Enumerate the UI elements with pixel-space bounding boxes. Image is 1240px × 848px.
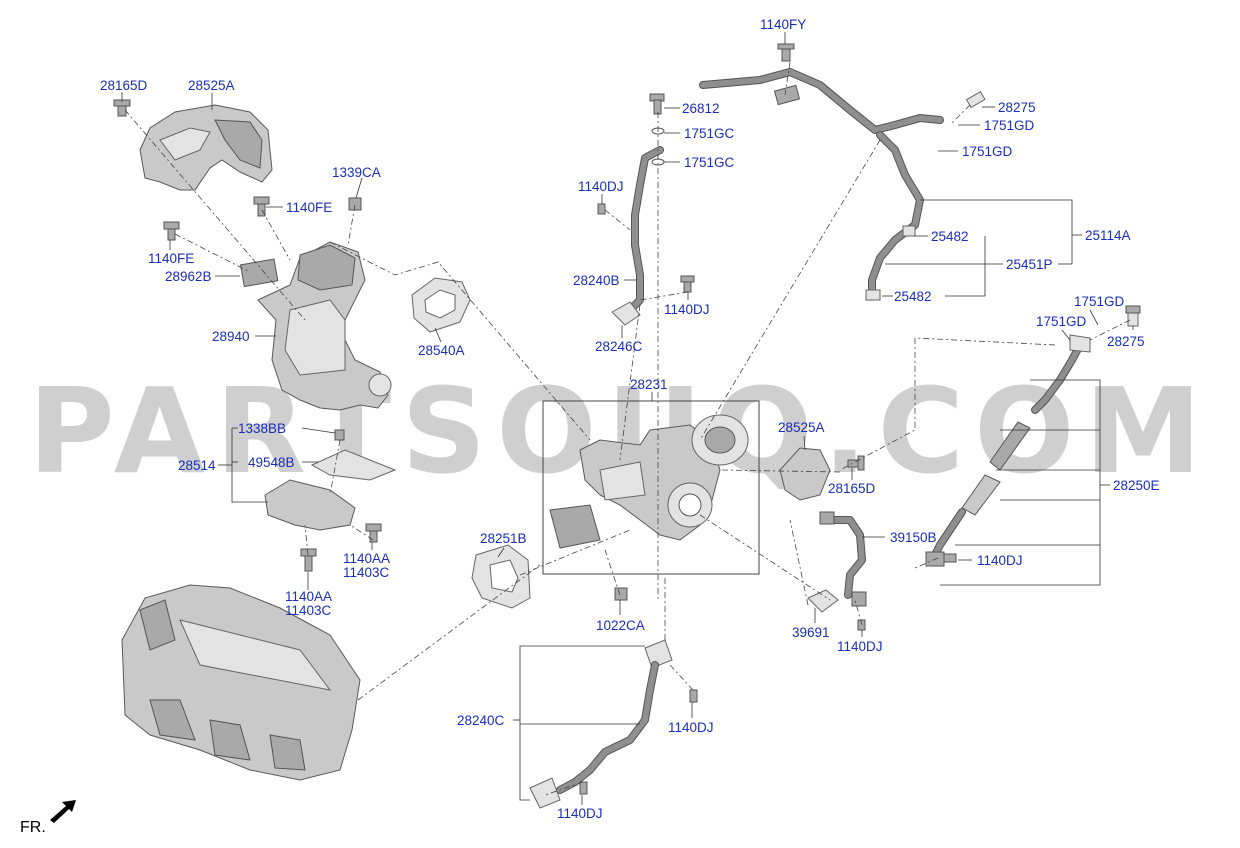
label-28540A[interactable]: 28540A bbox=[418, 343, 465, 358]
label-11403C-b[interactable]: 11403C bbox=[285, 603, 332, 618]
label-28240C[interactable]: 28240C bbox=[457, 713, 505, 728]
orientation-label: FR. bbox=[20, 819, 46, 836]
bolt-1140DJ-b bbox=[680, 275, 695, 293]
label-28231[interactable]: 28231 bbox=[630, 377, 668, 392]
bracket-39691 bbox=[807, 589, 839, 613]
label-1140FY[interactable]: 1140FY bbox=[760, 17, 806, 32]
bolt-26812 bbox=[649, 93, 665, 115]
label-1140FE-b[interactable]: 1140FE bbox=[148, 251, 194, 266]
coolant-hose-25114A bbox=[699, 68, 944, 301]
label-1140DJ-f[interactable]: 1140DJ bbox=[557, 806, 603, 821]
label-28275-b[interactable]: 28275 bbox=[1107, 334, 1145, 349]
front-arrow-icon bbox=[50, 800, 76, 823]
label-49548B[interactable]: 49548B bbox=[248, 455, 295, 470]
label-1140AA-a[interactable]: 1140AA bbox=[343, 551, 390, 566]
label-11403C-a[interactable]: 11403C bbox=[343, 565, 390, 580]
turbocharger-part bbox=[549, 414, 749, 549]
label-1339CA[interactable]: 1339CA bbox=[332, 165, 381, 180]
sensor-wire-39150B bbox=[819, 511, 867, 607]
label-1140FE-a[interactable]: 1140FE bbox=[286, 200, 332, 215]
label-28962B[interactable]: 28962B bbox=[165, 269, 212, 284]
label-39150B[interactable]: 39150B bbox=[890, 530, 937, 545]
nut-1022CA bbox=[614, 587, 628, 601]
label-28940[interactable]: 28940 bbox=[212, 329, 250, 344]
bracket-28514 bbox=[264, 429, 397, 531]
label-1140DJ-a[interactable]: 1140DJ bbox=[578, 179, 624, 194]
label-26812[interactable]: 26812 bbox=[682, 101, 720, 116]
label-1338BB[interactable]: 1338BB bbox=[238, 421, 286, 436]
label-1751GD-d[interactable]: 1751GD bbox=[1036, 314, 1087, 329]
assembly-dash-lines bbox=[124, 61, 1131, 796]
label-28275-a[interactable]: 28275 bbox=[998, 100, 1036, 115]
label-1140AA-b[interactable]: 1140AA bbox=[285, 589, 332, 604]
label-1022CA[interactable]: 1022CA bbox=[596, 618, 645, 633]
label-25451P[interactable]: 25451P bbox=[1006, 257, 1053, 272]
label-1140DJ-c[interactable]: 1140DJ bbox=[977, 553, 1023, 568]
bolt-28165D-mid bbox=[847, 455, 865, 471]
label-1751GC-a[interactable]: 1751GC bbox=[684, 126, 735, 141]
bolt-1140FY bbox=[777, 43, 795, 62]
label-1140DJ-e[interactable]: 1140DJ bbox=[668, 720, 714, 735]
label-25114A[interactable]: 25114A bbox=[1085, 228, 1131, 243]
engine-head-part bbox=[121, 584, 361, 781]
oil-feed-tube-28240B bbox=[611, 146, 664, 326]
label-1140DJ-b[interactable]: 1140DJ bbox=[664, 302, 710, 317]
label-39691[interactable]: 39691 bbox=[792, 625, 830, 640]
label-1140DJ-d[interactable]: 1140DJ bbox=[837, 639, 883, 654]
label-28165D-top[interactable]: 28165D bbox=[100, 78, 148, 93]
label-28246C[interactable]: 28246C bbox=[595, 339, 643, 354]
bolt-1140FE-b bbox=[163, 221, 180, 241]
heat-shield-28525A-mid bbox=[779, 447, 831, 501]
label-1751GD-a[interactable]: 1751GD bbox=[984, 118, 1035, 133]
label-28525A-mid[interactable]: 28525A bbox=[778, 420, 825, 435]
label-1751GD-b[interactable]: 1751GD bbox=[962, 144, 1013, 159]
label-28250E[interactable]: 28250E bbox=[1113, 478, 1160, 493]
bolt-28275-b bbox=[1125, 305, 1141, 327]
label-25482-a[interactable]: 25482 bbox=[931, 229, 969, 244]
label-28165D-mid[interactable]: 28165D bbox=[828, 481, 876, 496]
label-28525A-top[interactable]: 28525A bbox=[188, 78, 235, 93]
label-25482-b[interactable]: 25482 bbox=[894, 289, 932, 304]
catalytic-converter-part bbox=[239, 241, 392, 411]
label-1751GD-c[interactable]: 1751GD bbox=[1074, 294, 1125, 309]
bolt-1140DJ-d bbox=[857, 619, 866, 631]
gasket-28540A bbox=[411, 277, 471, 333]
oil-return-tube-28240C bbox=[529, 639, 673, 809]
label-28240B[interactable]: 28240B bbox=[573, 273, 620, 288]
bolt-1140DJ-f bbox=[579, 781, 588, 795]
label-1751GC-b[interactable]: 1751GC bbox=[684, 155, 735, 170]
heat-shield-part bbox=[139, 104, 273, 191]
gasket-28251B bbox=[471, 544, 531, 609]
nut-1339CA bbox=[348, 197, 362, 211]
bolt-1140FE-a bbox=[253, 196, 270, 217]
bolt-1140DJ-a bbox=[597, 203, 606, 215]
part-labels: 28165D 28525A 1339CA 1140FE 1140FE 28962… bbox=[100, 17, 1160, 821]
leader-lines bbox=[121, 32, 1134, 805]
label-28251B[interactable]: 28251B bbox=[480, 531, 527, 546]
bolt-1140AA-a bbox=[365, 523, 382, 543]
turbo-group-box bbox=[542, 400, 760, 575]
bolt-28275-a bbox=[965, 90, 986, 109]
label-28514[interactable]: 28514 bbox=[178, 458, 216, 473]
bolt-1140AA-b bbox=[300, 548, 317, 572]
bolt-1140DJ-e bbox=[689, 689, 698, 703]
bolt-1140DJ-c bbox=[943, 553, 957, 563]
